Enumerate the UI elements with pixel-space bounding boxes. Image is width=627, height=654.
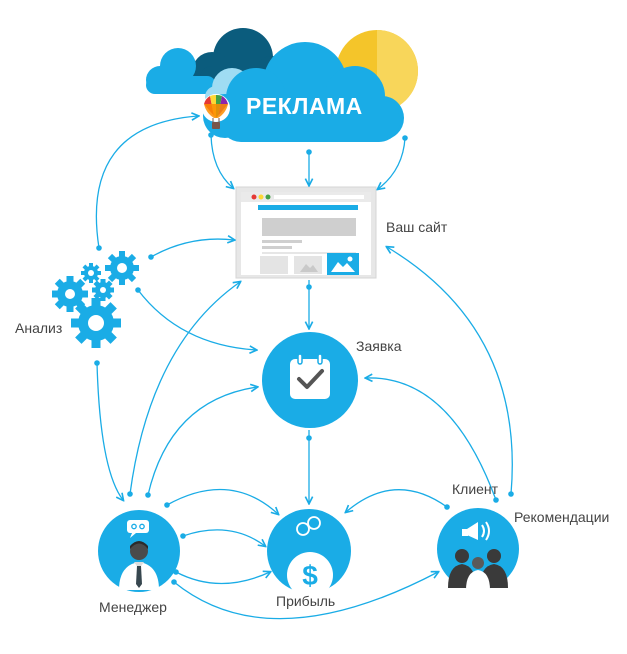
arrow-manager-to-site xyxy=(129,282,240,495)
profit-node[interactable]: $ xyxy=(267,509,351,598)
arrow-analysis-to-request xyxy=(137,289,256,350)
browser-window-icon[interactable] xyxy=(235,186,377,279)
arrow-analysis-to-manager xyxy=(96,362,123,500)
arrow-client-to-profit xyxy=(346,489,448,512)
arrow-recommendations-to-site xyxy=(387,247,513,495)
arrow-manager-to-request xyxy=(147,387,257,496)
request-node[interactable] xyxy=(262,332,358,428)
analysis-label: Анализ xyxy=(15,320,63,336)
ad-cloud-group[interactable] xyxy=(146,28,418,142)
recommendations-label: Рекомендации xyxy=(514,509,610,525)
coins-icon xyxy=(296,516,321,536)
gears-icon[interactable] xyxy=(52,251,139,348)
small-cloud-icon xyxy=(146,48,216,94)
balloon-icon xyxy=(202,94,230,129)
arrow-ad-right-to-site xyxy=(378,137,406,189)
manager-node[interactable] xyxy=(98,510,180,592)
manager-label: Менеджер xyxy=(99,599,167,615)
client-label: Клиент xyxy=(452,481,499,497)
arrow-manager-to-profit-top xyxy=(166,488,278,514)
client-node[interactable] xyxy=(437,508,519,590)
connector-dots xyxy=(94,132,514,585)
dollar-icon xyxy=(287,552,333,598)
arrow-ad-left-to-site xyxy=(210,134,233,188)
calendar-check-icon xyxy=(290,353,330,399)
ad-title: РЕКЛАМА xyxy=(246,93,363,119)
sun-highlight xyxy=(377,30,418,112)
arrow-manager-to-profit-bottom xyxy=(175,572,270,585)
connector-arrows xyxy=(95,116,513,620)
client-group-icon xyxy=(448,549,508,590)
site-label: Ваш сайт xyxy=(386,219,448,235)
arrow-analysis-to-site xyxy=(150,239,234,258)
dollar-sign: $ xyxy=(302,560,318,591)
profit-label: Прибыль xyxy=(276,593,336,609)
manager-icon xyxy=(119,520,159,590)
arrow-manager-to-client xyxy=(173,572,438,620)
megaphone-icon xyxy=(462,521,490,541)
arrow-manager-to-profit-mid xyxy=(182,529,265,546)
request-label: Заявка xyxy=(356,338,402,354)
arrow-analysis-to-ad xyxy=(95,116,198,249)
arrow-client-to-request xyxy=(366,378,497,501)
